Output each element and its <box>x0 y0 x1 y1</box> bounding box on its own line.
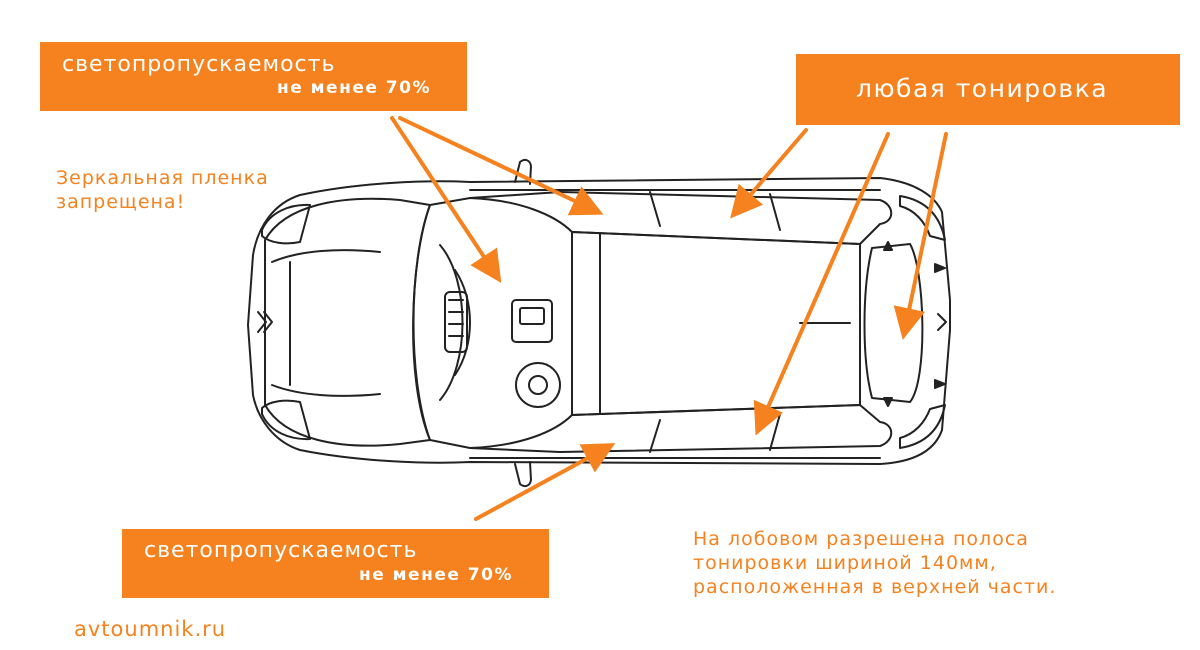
arrow-top-right-to-rear-side-window <box>730 128 808 219</box>
arrow-top-left-to-side-window <box>398 116 604 216</box>
mirror-film-note: Зеркальная пленка запрещена! <box>56 166 269 214</box>
label-line-2: не менее 70% <box>276 78 431 98</box>
note-line: расположенная в верхней части. <box>693 576 1057 598</box>
label-min-light-transmission-side: светопропускаемость не менее 70% <box>122 529 549 598</box>
arrow-top-right-to-bottom-window <box>753 132 890 436</box>
arrow-bottom-left-to-side-window <box>474 443 616 521</box>
note-line: Зеркальная пленка <box>56 167 269 189</box>
note-line: тонировки шириной 140мм, <box>693 552 997 574</box>
arrow-top-left-to-windshield <box>390 116 502 284</box>
label-any-tinting: любая тонировка <box>796 54 1180 125</box>
car-outline <box>247 158 951 488</box>
site-url: avtoumnik.ru <box>74 617 227 641</box>
label-line-2: не менее 70% <box>358 565 513 585</box>
label-line-1: светопропускаемость <box>144 538 418 563</box>
label-text: любая тонировка <box>856 74 1109 103</box>
note-line: На лобовом разрешена полоса <box>693 528 1029 550</box>
arrow-top-right-to-rear-window <box>893 132 948 340</box>
note-line: запрещена! <box>56 191 186 213</box>
windshield-strip-note: На лобовом разрешена полоса тонировки ши… <box>693 527 1056 599</box>
label-min-light-transmission-front: светопропускаемость не менее 70% <box>40 42 467 111</box>
label-line-1: светопропускаемость <box>62 52 336 77</box>
pointer-arrows <box>390 116 948 521</box>
